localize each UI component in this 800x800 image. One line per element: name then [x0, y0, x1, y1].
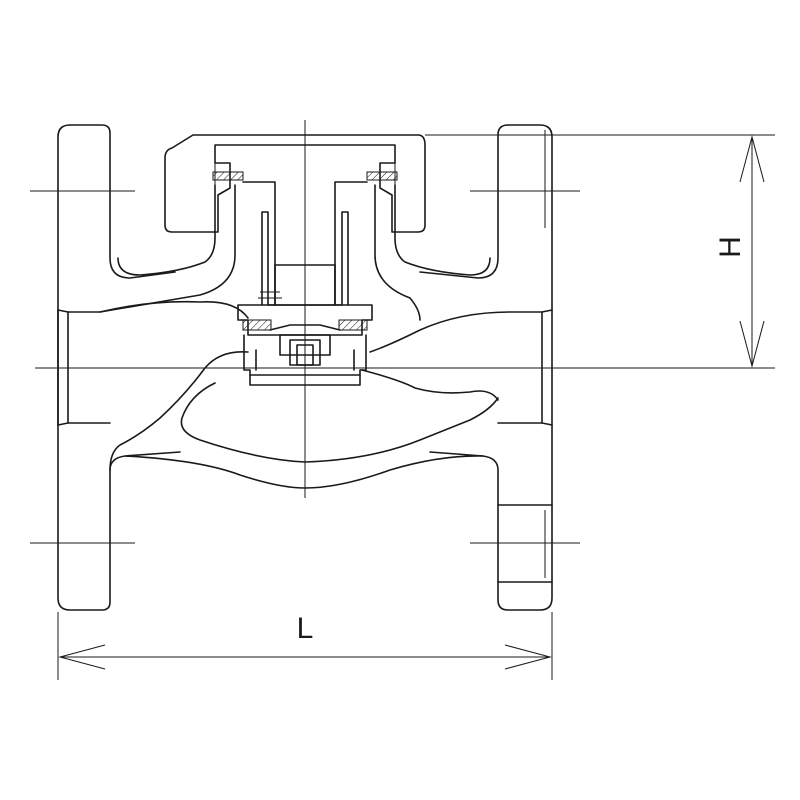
length-dimension: L [57, 612, 553, 680]
left-port-bore [57, 300, 249, 426]
center-lines [30, 120, 775, 544]
body-internal-walls [99, 184, 499, 489]
height-dimension-label: H [714, 236, 747, 258]
length-dimension-label: L [297, 612, 314, 645]
bonnet-cap [164, 134, 426, 233]
right-flange [419, 124, 553, 611]
height-dimension: H [425, 134, 775, 368]
bonnet-gaskets [212, 171, 398, 181]
